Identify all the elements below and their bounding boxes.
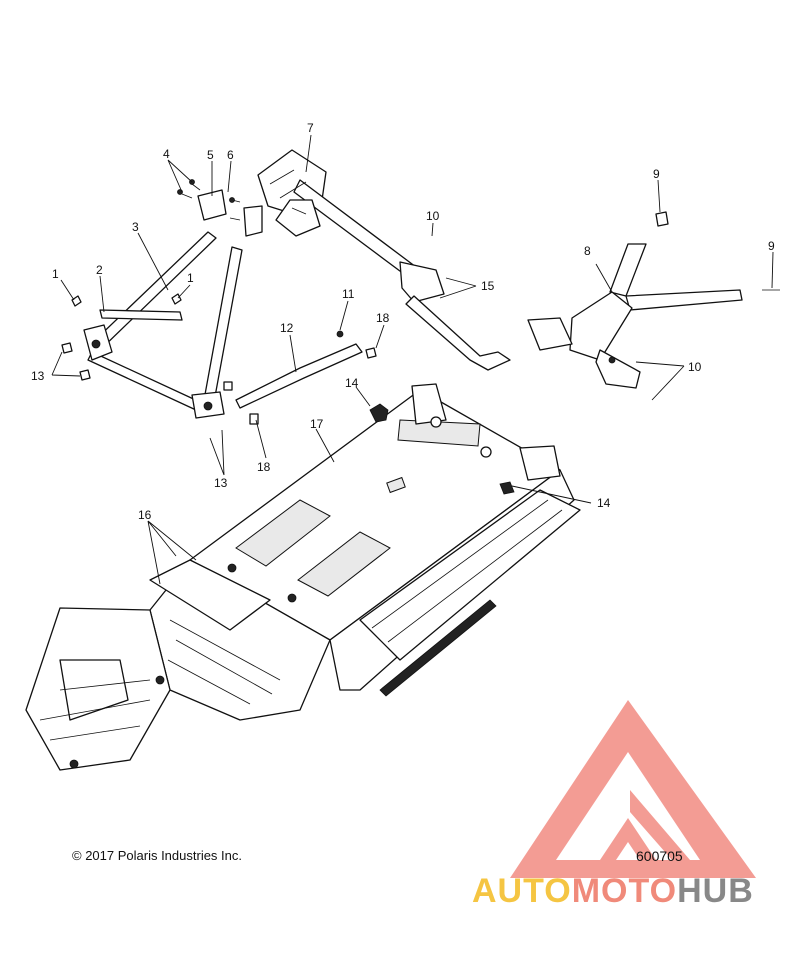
callout-1a: 1 (52, 267, 59, 281)
callout-14a: 14 (345, 376, 359, 390)
watermark-text: AUTOMOTOHUB (472, 872, 754, 911)
callout-18a: 18 (376, 311, 390, 325)
callout-1b: 1 (187, 271, 194, 285)
callout-4: 4 (163, 147, 170, 161)
callout-18b: 18 (257, 460, 271, 474)
callout-2: 2 (96, 263, 103, 277)
chassis-tunnel-17 (25, 383, 581, 771)
bracket-group (177, 179, 263, 237)
watermark-word-hub: HUB (677, 872, 754, 910)
callout-9a: 9 (653, 167, 660, 181)
callout-labels: 1 1 2 3 4 5 6 7 8 9 9 10 10 11 12 13 13 … (31, 121, 775, 522)
callout-14b: 14 (597, 496, 611, 510)
callout-13b: 13 (214, 476, 228, 490)
callout-11: 11 (342, 287, 355, 301)
upper-frame-7 (257, 149, 511, 371)
callout-9b: 9 (768, 239, 775, 253)
copyright-text: © 2017 Polaris Industries Inc. (72, 848, 242, 863)
callout-7: 7 (307, 121, 314, 135)
strut-12 (235, 330, 377, 425)
callout-10b: 10 (688, 360, 702, 374)
callout-13a: 13 (31, 369, 45, 383)
callout-6: 6 (227, 148, 234, 162)
watermark-word-auto: AUTO (472, 872, 572, 910)
callout-3: 3 (132, 220, 139, 234)
callout-12: 12 (280, 321, 294, 335)
callout-17: 17 (310, 417, 324, 431)
watermark-logo (510, 700, 756, 878)
watermark-word-moto: MOTO (571, 872, 678, 910)
callout-10a: 10 (426, 209, 440, 223)
upper-frame-8 (527, 211, 780, 389)
callout-8: 8 (584, 244, 591, 258)
callout-5: 5 (207, 148, 214, 162)
drawing-number: 600705 (636, 848, 683, 864)
tunnel-brace-assembly (61, 231, 243, 419)
callout-15: 15 (481, 279, 495, 293)
leader-lines (51, 134, 774, 585)
callout-16: 16 (138, 508, 152, 522)
